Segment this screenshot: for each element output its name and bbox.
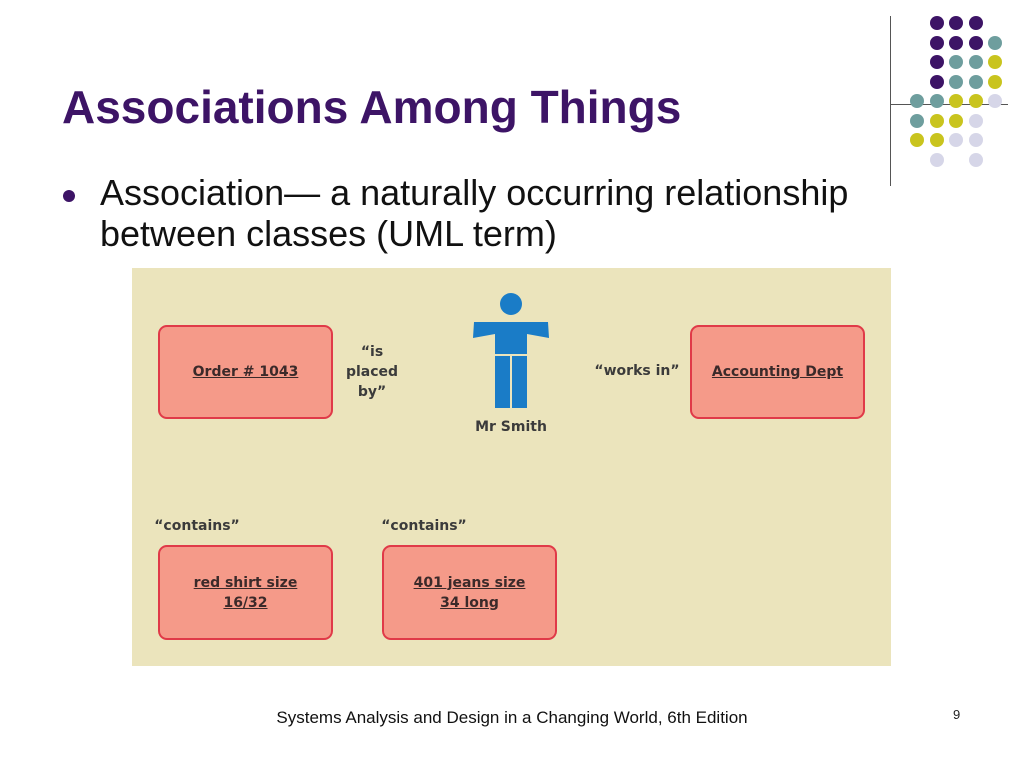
decorative-dot [968, 152, 983, 167]
decorative-dot [949, 74, 963, 89]
jeans-box: 401 jeans size 34 long [382, 545, 557, 640]
decorative-dot [929, 94, 944, 108]
decorative-dot [910, 94, 924, 108]
decorative-dot [929, 113, 944, 128]
decorative-dot [929, 55, 944, 69]
decorative-dot [949, 133, 963, 147]
decorative-dot [929, 35, 944, 50]
decorative-dot [968, 133, 983, 147]
jeans-label: 401 jeans size 34 long [413, 574, 526, 611]
association-diagram: Order # 1043 “is placed by” Mr Smith “wo… [132, 268, 891, 666]
red-shirt-label: red shirt size 16/32 [193, 574, 298, 611]
relation-placed-by: “is placed by” [345, 344, 399, 400]
decorative-dot [929, 152, 944, 167]
order-label: Order # 1043 [192, 364, 299, 380]
person-name: Mr Smith [475, 419, 547, 435]
red-shirt-box: red shirt size 16/32 [158, 545, 333, 640]
decorative-dot [949, 55, 963, 69]
decor-vertical-line [890, 16, 891, 186]
decorative-dot [968, 113, 983, 128]
decorative-dot [910, 113, 924, 128]
order-box: Order # 1043 [158, 325, 333, 419]
decorative-dot [968, 74, 983, 89]
decorative-dot [949, 16, 963, 30]
person-icon [473, 293, 549, 408]
relation-contains-1: “contains” [154, 518, 240, 534]
decorative-dot [968, 35, 983, 50]
slide-number: 9 [953, 707, 961, 722]
decorative-dot [949, 113, 963, 128]
slide-title: Associations Among Things [62, 81, 682, 133]
decorative-dot [929, 16, 944, 30]
relation-works-in: “works in” [594, 363, 680, 379]
slide-footer: Systems Analysis and Design in a Changin… [276, 708, 748, 727]
decorative-dot [929, 74, 944, 89]
decorative-dot [988, 35, 1002, 50]
decorative-dot [968, 94, 983, 108]
decorative-dot [988, 74, 1002, 89]
bullet-dot-icon [63, 190, 75, 202]
relation-contains-2: “contains” [381, 518, 467, 534]
decorative-dot [968, 55, 983, 69]
decorative-dot [988, 55, 1002, 69]
decorative-dot [968, 16, 983, 30]
accounting-dept-box: Accounting Dept [690, 325, 865, 419]
decorative-dot [910, 133, 924, 147]
decorative-dot [988, 94, 1002, 108]
decorative-dot [949, 35, 963, 50]
bullet-text: Association— a naturally occurring relat… [100, 172, 849, 254]
accounting-label: Accounting Dept [711, 364, 844, 380]
decorative-dot [929, 133, 944, 147]
decorative-dot [949, 94, 963, 108]
